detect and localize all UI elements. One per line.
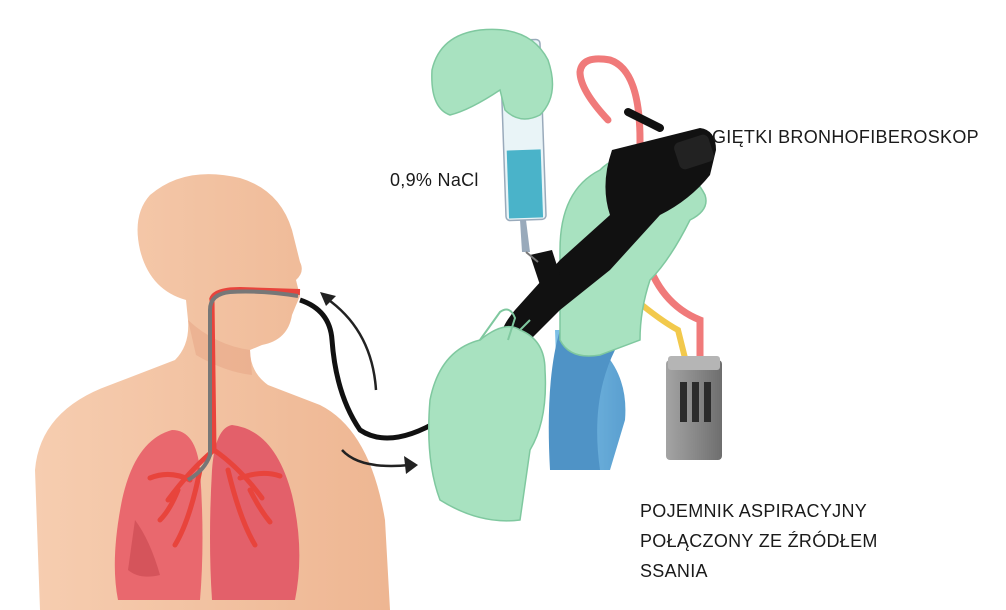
curved-arrow-in-head: [404, 456, 418, 474]
bronchoscope-label: GIĘTKI BRONHOFIBEROSKOP: [712, 123, 979, 151]
patient-figure: [35, 174, 390, 610]
suction-container: [666, 356, 722, 460]
bronchoscope-lever: [628, 112, 660, 128]
suction-container-window-2: [692, 382, 699, 422]
syringe: [432, 29, 553, 262]
syringe-tip: [520, 220, 530, 252]
lower-glove: [429, 327, 546, 521]
suction-container-window-1: [680, 382, 687, 422]
suction-container-label-line2: POŁĄCZONY ZE ŹRÓDŁEM: [640, 526, 878, 556]
syringe-fluid: [507, 149, 543, 218]
saline-label: 0,9% NaCl: [390, 166, 479, 194]
syringe-glove: [432, 29, 553, 119]
suction-container-cap: [668, 356, 720, 370]
suction-container-window-3: [704, 382, 711, 422]
suction-container-label: POJEMNIK ASPIRACYJNY POŁĄCZONY ZE ŹRÓDŁE…: [640, 496, 878, 586]
suction-container-label-line1: POJEMNIK ASPIRACYJNY: [640, 496, 878, 526]
suction-container-label-line3: SSANIA: [640, 556, 878, 586]
